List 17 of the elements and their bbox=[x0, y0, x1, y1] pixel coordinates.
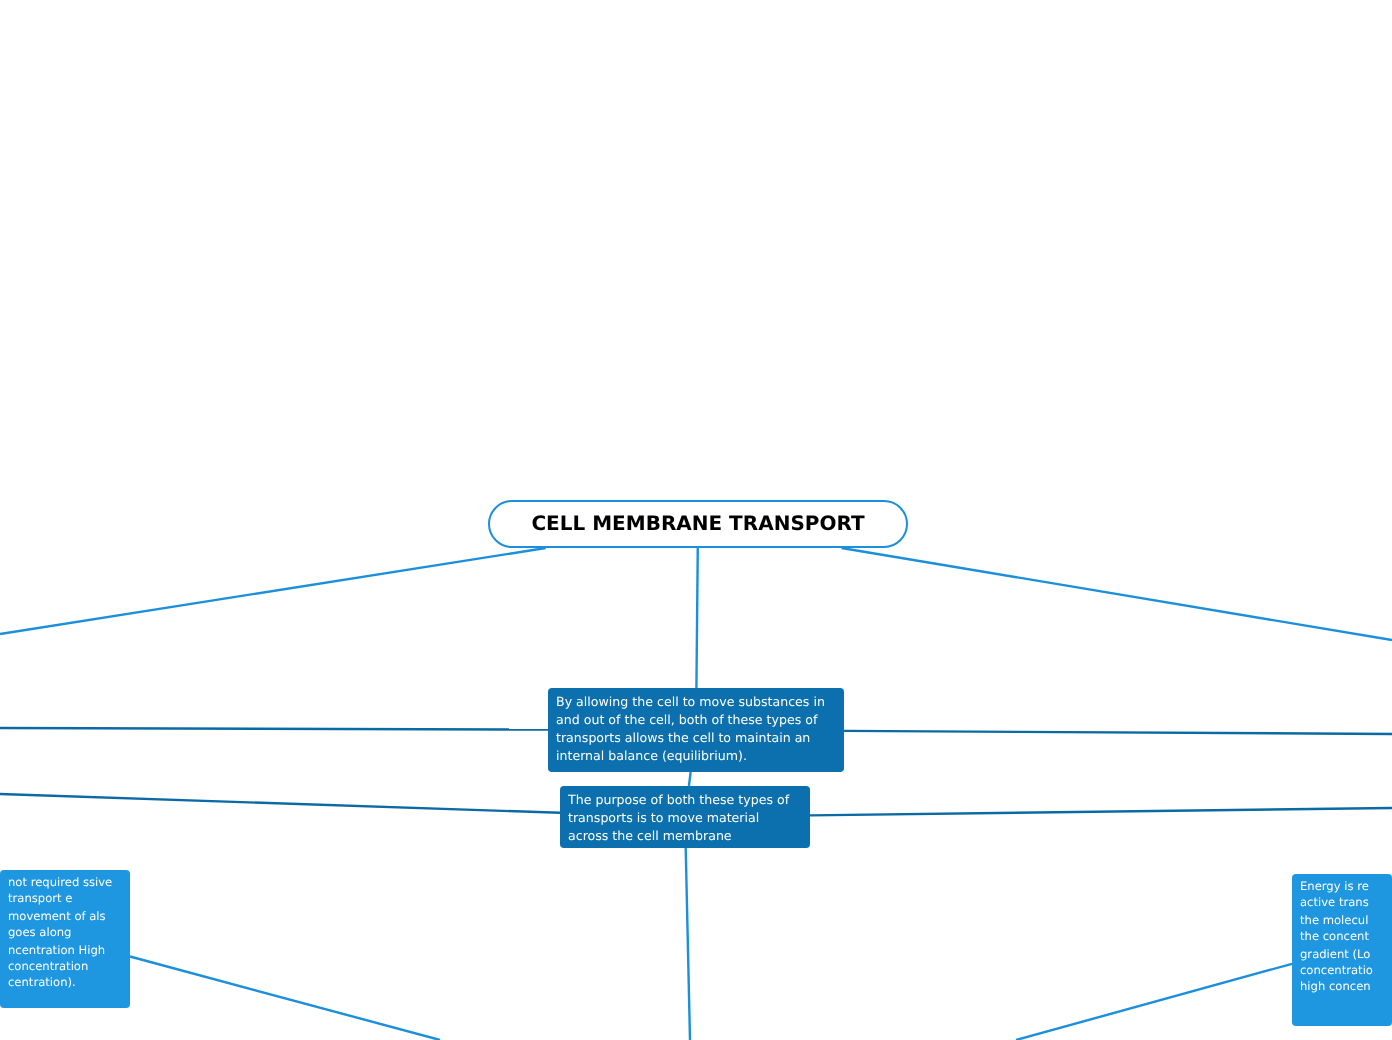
connector-line bbox=[844, 729, 1392, 736]
connector-line bbox=[0, 792, 561, 814]
connector-line bbox=[687, 771, 692, 787]
connector-line bbox=[0, 546, 546, 636]
text-box bbox=[1292, 874, 1392, 1026]
title-pill bbox=[488, 500, 908, 548]
title-text: CELL MEMBRANE TRANSPORT bbox=[529, 512, 867, 540]
connector-line bbox=[684, 847, 692, 1040]
text-box bbox=[560, 786, 810, 848]
connector-line bbox=[129, 955, 441, 1040]
connector-line bbox=[0, 726, 548, 731]
text-box bbox=[0, 870, 130, 1008]
connector-line bbox=[695, 548, 699, 688]
connector-line bbox=[1015, 962, 1293, 1040]
connector-line bbox=[810, 806, 1392, 817]
connector-line bbox=[841, 546, 1392, 642]
text-box bbox=[548, 688, 844, 772]
